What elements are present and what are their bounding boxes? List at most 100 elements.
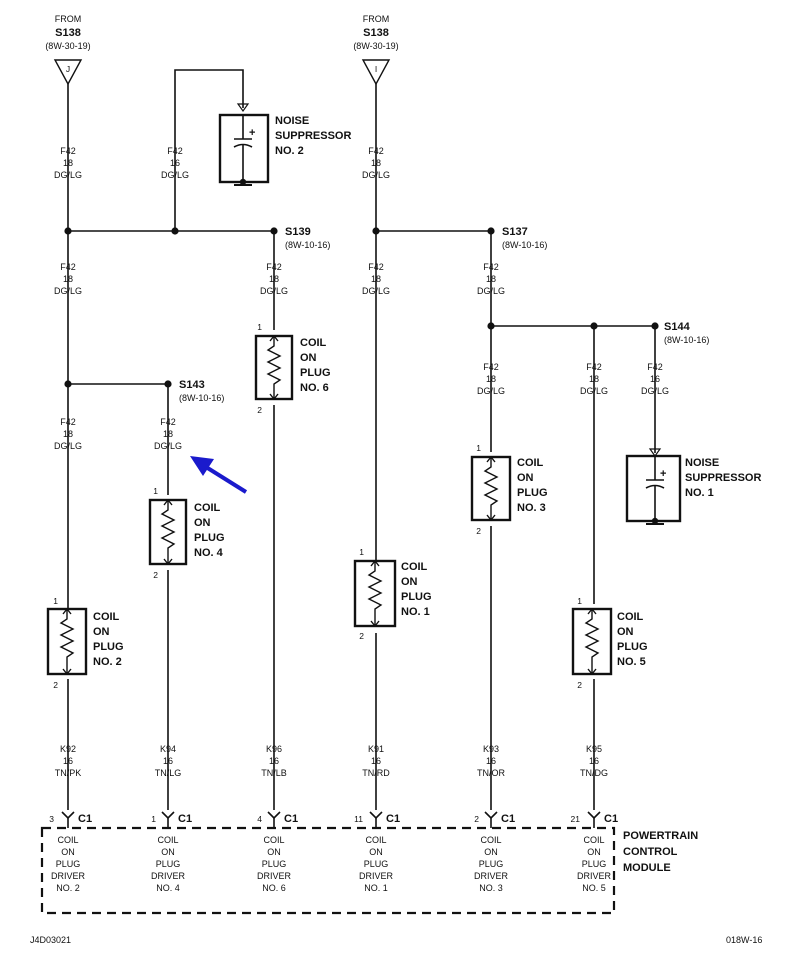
svg-text:DG/LG: DG/LG [641, 386, 669, 396]
resistor-icon [266, 336, 282, 399]
svg-text:DRIVER: DRIVER [257, 871, 292, 881]
connector-triangle-icon [361, 59, 391, 86]
wire-label: F42 18 DG/LG [477, 362, 505, 396]
wire-label: F42 18 DG/LG [154, 417, 182, 451]
svg-text:TN/OR: TN/OR [477, 768, 505, 778]
pin-label: 1 [257, 322, 262, 332]
svg-text:F42: F42 [60, 262, 76, 272]
svg-text:DG/LG: DG/LG [362, 286, 390, 296]
svg-text:TN/LB: TN/LB [261, 768, 287, 778]
svg-text:18: 18 [63, 429, 73, 439]
driver-wire-k94: K94 16 TN/LG [155, 744, 182, 778]
coil-label: ON [617, 626, 634, 638]
splice-id: S139 [285, 226, 311, 238]
ground-dot-icon [651, 517, 659, 525]
svg-text:+: + [660, 468, 666, 480]
svg-text:COIL: COIL [263, 835, 284, 845]
chevron-up-icon [62, 607, 72, 615]
source-s138-i: FROM S138 (8W-30-19) I [353, 14, 399, 86]
coil-on-plug-3: 1 2 COIL ON PLUG NO. 3 [470, 443, 548, 536]
coil-label: ON [194, 517, 211, 529]
svg-text:DRIVER: DRIVER [151, 871, 186, 881]
wire-label: F42 18 DG/LG [260, 262, 288, 296]
coil-on-plug-4: 1 2 COIL ON PLUG NO. 4 [148, 486, 225, 580]
svg-text:F42: F42 [266, 262, 282, 272]
c1-pin: 11 C1 [354, 811, 400, 825]
connector-chevron-icon [484, 811, 498, 820]
svg-text:F42: F42 [586, 362, 602, 372]
splice-s144: S144 (8W-10-16) [664, 321, 709, 345]
driver-wire-k91: K91 16 TN/RD [362, 744, 390, 778]
wire-label: F42 18 DG/LG [54, 146, 82, 180]
coil-label: COIL [401, 561, 428, 573]
module-label: CONTROL [623, 846, 678, 858]
svg-text:ON: ON [587, 847, 601, 857]
svg-text:K93: K93 [483, 744, 499, 754]
driver-wire-labels: K92 16 TN/PK K94 16 TN/LG K96 16 TN/LB K… [55, 744, 608, 778]
capacitor-icon: + [233, 115, 255, 182]
svg-text:F42: F42 [368, 262, 384, 272]
svg-text:PLUG: PLUG [262, 859, 287, 869]
source-s138-j: FROM S138 (8W-30-19) J [45, 14, 91, 86]
connector-chevron-icon [369, 811, 383, 820]
connector-triangle-icon [53, 59, 83, 86]
coil-label: COIL [617, 611, 644, 623]
svg-text:NO. 6: NO. 6 [262, 883, 286, 893]
svg-text:DRIVER: DRIVER [51, 871, 86, 881]
svg-text:K96: K96 [266, 744, 282, 754]
wire-label: F42 18 DG/LG [477, 262, 505, 296]
splice-ref: (8W-10-16) [285, 240, 330, 250]
svg-text:3: 3 [49, 814, 54, 824]
coil-label: PLUG [93, 641, 124, 653]
svg-text:DG/LG: DG/LG [580, 386, 608, 396]
svg-text:COIL: COIL [480, 835, 501, 845]
svg-text:TN/PK: TN/PK [55, 768, 82, 778]
chevron-up-icon [163, 498, 173, 506]
coil-label: NO. 3 [517, 502, 546, 514]
wire-labels: F42 18 DG/LG F42 16 DG/LG F42 18 DG/LG F… [54, 146, 669, 451]
coil-on-plug-6: 1 2 COIL ON PLUG NO. 6 [254, 322, 331, 415]
svg-text:TN/DG: TN/DG [580, 768, 608, 778]
svg-text:K91: K91 [368, 744, 384, 754]
splice-id: S144 [664, 321, 691, 333]
svg-text:K95: K95 [586, 744, 602, 754]
chevron-down-icon [269, 393, 279, 401]
svg-text:18: 18 [371, 274, 381, 284]
svg-text:F42: F42 [160, 417, 176, 427]
suppressor-label: SUPPRESSOR [685, 472, 761, 484]
svg-text:ON: ON [484, 847, 498, 857]
annotation-arrow-icon [190, 456, 248, 494]
wire-label: F42 18 DG/LG [580, 362, 608, 396]
svg-text:18: 18 [486, 374, 496, 384]
coil-label: NO. 2 [93, 656, 122, 668]
svg-text:DRIVER: DRIVER [577, 871, 612, 881]
splice-s139: S139 (8W-10-16) [285, 226, 330, 250]
splice-ref: (8W-10-16) [664, 335, 709, 345]
svg-text:TN/LG: TN/LG [155, 768, 182, 778]
noise-suppressor-2: + NOISE SUPPRESSOR NO. 2 [218, 103, 351, 186]
chevron-up-icon [269, 334, 279, 342]
driver-wire-k93: K93 16 TN/OR [477, 744, 505, 778]
driver-no-5: COIL ON PLUG DRIVER NO. 5 [577, 835, 612, 893]
suppressor-box [625, 454, 682, 523]
chevron-down-icon [62, 668, 72, 676]
source-ref-label: (8W-30-19) [353, 41, 398, 51]
svg-text:PLUG: PLUG [156, 859, 181, 869]
svg-text:C1: C1 [604, 813, 618, 825]
source-pin-label: J [66, 64, 70, 74]
svg-text:TN/RD: TN/RD [362, 768, 390, 778]
pin-label: 2 [359, 631, 364, 641]
chevron-up-icon [587, 607, 597, 615]
coil-label: COIL [194, 502, 221, 514]
coil-label: PLUG [300, 367, 331, 379]
svg-text:C1: C1 [178, 813, 192, 825]
chevron-down-icon [486, 514, 496, 522]
svg-text:DRIVER: DRIVER [359, 871, 394, 881]
connector-chevron-icon [267, 811, 281, 820]
c1-pin: 1 C1 [151, 811, 192, 825]
suppressor-label: SUPPRESSOR [275, 130, 351, 142]
suppressor-label: NO. 1 [685, 487, 714, 499]
svg-text:18: 18 [63, 274, 73, 284]
driver-wire-k92: K92 16 TN/PK [55, 744, 82, 778]
